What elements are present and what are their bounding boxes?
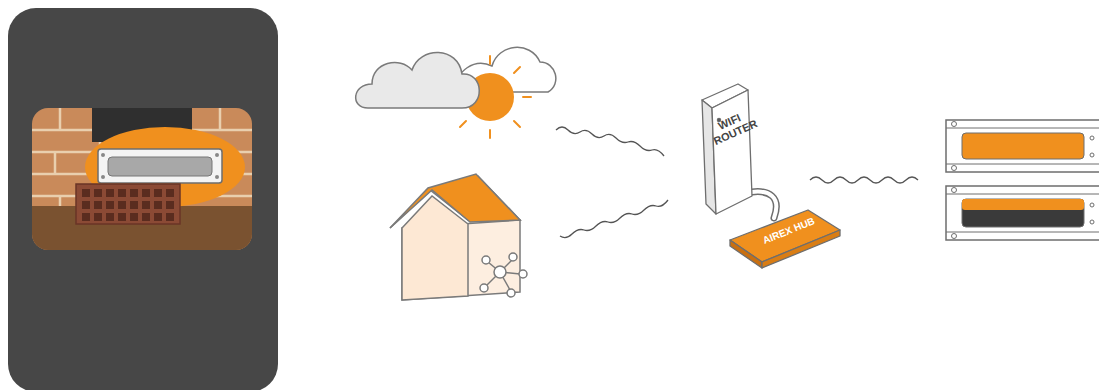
cable-body	[752, 192, 776, 218]
house-icon	[390, 174, 527, 300]
network-symbol	[480, 253, 527, 297]
sun-rays-part	[489, 56, 491, 64]
vent-units-part	[952, 234, 957, 239]
vent-units-part	[952, 122, 957, 127]
air-brick-holes-part	[154, 189, 162, 197]
air-brick-holes-part	[106, 189, 114, 197]
air-brick-holes-part	[82, 213, 90, 221]
sun-rays-part	[514, 67, 520, 73]
sun-rays-part	[523, 96, 531, 98]
air-brick-holes-part	[94, 189, 102, 197]
mortar-lines-part	[59, 196, 62, 206]
vent-units-part	[946, 186, 1099, 240]
air-brick-holes-part	[82, 201, 90, 209]
hub-box: AIREX HUB	[726, 204, 844, 268]
air-brick-holes-part	[118, 201, 126, 209]
air-brick-holes-part	[154, 201, 162, 209]
mortar-lines-part	[54, 152, 57, 174]
vent-units-part	[962, 133, 1084, 159]
brick-wall-scene-part	[215, 153, 219, 157]
air-brick-holes-part	[130, 201, 138, 209]
house-icon-part	[402, 196, 468, 300]
mortar-lines-part	[59, 108, 62, 130]
vent-units-part	[1090, 153, 1094, 157]
mortar-lines-part	[219, 108, 222, 130]
router-box: WIFI ROUTER	[688, 76, 764, 218]
network-symbol-part	[480, 284, 488, 292]
brick-wall-scene-part	[32, 108, 252, 250]
network-symbol-part	[519, 270, 527, 278]
cable	[752, 192, 776, 218]
vent-units-part	[952, 188, 957, 193]
app-icon-part	[8, 8, 278, 390]
vent-units-part	[946, 128, 1099, 129]
air-brick-holes-part	[154, 213, 162, 221]
air-brick-holes-part	[166, 189, 174, 197]
network-symbol-part	[509, 253, 517, 261]
network-symbol-part	[507, 289, 515, 297]
air-brick-holes-part	[94, 213, 102, 221]
vent-units-part	[946, 194, 1099, 195]
wireless-signals-part	[810, 177, 918, 183]
air-brick-holes-part	[118, 213, 126, 221]
air-brick-holes-part	[130, 189, 138, 197]
vent-units	[946, 120, 1099, 240]
sun-rays-part	[460, 121, 466, 127]
network-symbol-part	[494, 266, 506, 278]
app-icon	[8, 8, 278, 390]
air-brick-holes-part	[118, 189, 126, 197]
vent-units-part	[952, 166, 957, 171]
vent-slot	[108, 157, 212, 176]
air-brick-holes-part	[142, 213, 150, 221]
cable-outline	[752, 192, 776, 218]
vent-units-part	[962, 199, 1084, 210]
wireless-signals-part	[556, 127, 664, 156]
air-brick-holes-part	[166, 201, 174, 209]
air-brick-holes-part	[106, 201, 114, 209]
air-brick-holes-part	[106, 213, 114, 221]
brick-wall-scene-part	[101, 153, 105, 157]
cloud	[356, 52, 480, 108]
weather-icon	[356, 47, 556, 138]
air-brick-holes-part	[94, 201, 102, 209]
vent-units-part	[1090, 220, 1094, 224]
air-brick-holes-part	[142, 201, 150, 209]
sun-rays-part	[489, 130, 491, 138]
vent-units-part	[946, 164, 1099, 165]
network-symbol-part	[482, 256, 490, 264]
air-brick-holes-part	[142, 189, 150, 197]
vent-units-part	[1090, 136, 1094, 140]
outline-face	[712, 90, 752, 214]
brick-wall-scene	[32, 108, 252, 250]
wireless-signals-part	[560, 200, 668, 238]
vent-plate	[98, 149, 222, 183]
air-brick	[76, 184, 180, 224]
vent-units-part	[946, 120, 1099, 172]
outline-face	[730, 240, 762, 268]
air-brick-holes	[82, 189, 174, 221]
sun-rays-part	[514, 121, 520, 127]
air-brick-holes-part	[82, 189, 90, 197]
mortar-lines	[32, 108, 252, 206]
node-outline	[688, 76, 764, 218]
air-brick-holes-part	[166, 213, 174, 221]
vent-units-part	[946, 232, 1099, 233]
vent-units-part	[1090, 203, 1094, 207]
brick-wall-scene-part	[215, 175, 219, 179]
vent-units-part	[962, 199, 1084, 227]
brick-wall-scene-part	[101, 175, 105, 179]
air-brick-holes-part	[130, 213, 138, 221]
